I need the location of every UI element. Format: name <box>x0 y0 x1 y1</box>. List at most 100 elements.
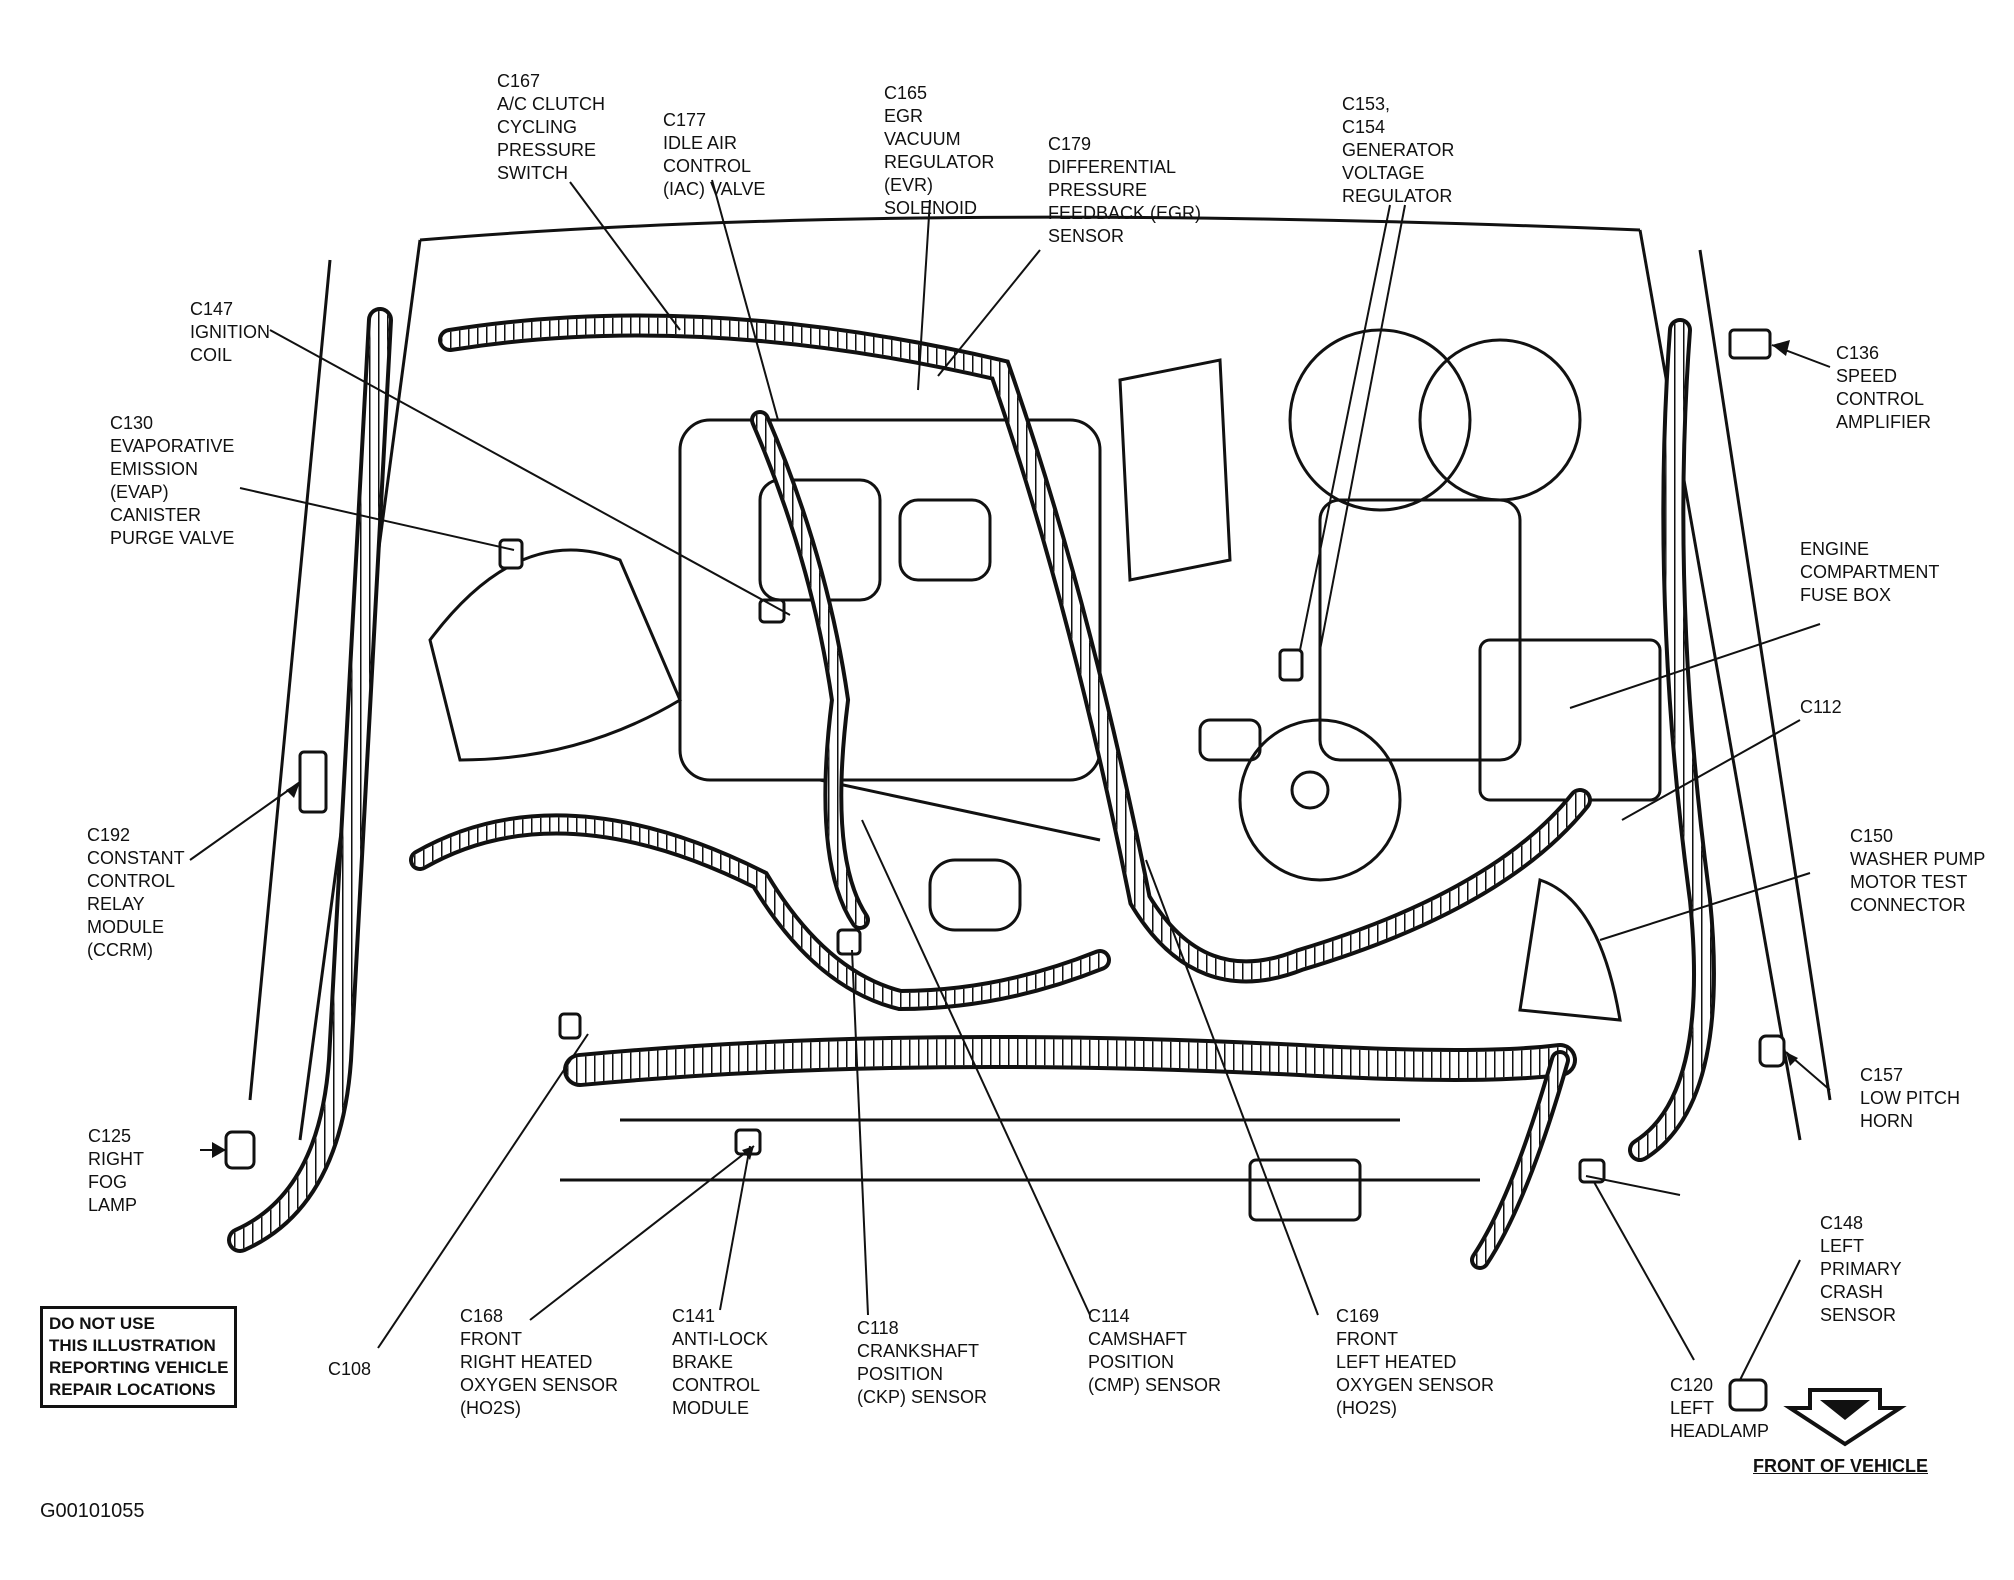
label-line: SPEED <box>1836 366 1898 386</box>
label-line: LOW PITCH <box>1860 1088 1961 1108</box>
front-of-vehicle-label: FRONT OF VEHICLE <box>1753 1456 1928 1476</box>
label-line: PURGE VALVE <box>110 528 235 548</box>
label-line: DO NOT USE <box>49 1314 155 1333</box>
label-line: DIFFERENTIAL <box>1048 157 1177 177</box>
label-line: C125 <box>88 1126 132 1146</box>
label-line: COIL <box>190 345 233 365</box>
label-line: CONTROL <box>87 871 176 891</box>
label-line: MODULE <box>87 917 165 937</box>
label-line: REPAIR LOCATIONS <box>49 1380 216 1399</box>
label-line: C167 <box>497 71 541 91</box>
label-line: C150 <box>1850 826 1894 846</box>
label-line: C168 <box>460 1306 504 1326</box>
label-line: C177 <box>663 110 707 130</box>
label-line: C179 <box>1048 134 1092 154</box>
label-line: (IAC) VALVE <box>663 179 766 199</box>
label-line: FEEDBACK (EGR) <box>1048 203 1202 223</box>
label-line: LEFT HEATED <box>1336 1352 1457 1372</box>
label-line: LEFT <box>1670 1398 1715 1418</box>
label-line: OXYGEN SENSOR <box>1336 1375 1495 1395</box>
label-line: VACUUM <box>884 129 961 149</box>
label-line: GENERATOR <box>1342 140 1455 160</box>
label-line: (CKP) SENSOR <box>857 1387 988 1407</box>
label-line: (EVAP) <box>110 482 169 502</box>
label-line: (HO2S) <box>460 1398 522 1418</box>
label-line: MOTOR TEST <box>1850 872 1968 892</box>
label-line: CONTROL <box>672 1375 761 1395</box>
label-line: IGNITION <box>190 322 270 342</box>
label-line: (HO2S) <box>1336 1398 1398 1418</box>
label-line: RIGHT HEATED <box>460 1352 593 1372</box>
wiring-harness <box>227 307 1716 1270</box>
label-line: C169 <box>1336 1306 1380 1326</box>
label-line: HORN <box>1860 1111 1913 1131</box>
label-line: CONTROL <box>1836 389 1925 409</box>
connectors <box>224 328 1786 1412</box>
label-line: WASHER PUMP <box>1850 849 1986 869</box>
label-line: C141 <box>672 1306 716 1326</box>
label-line: FOG <box>88 1172 127 1192</box>
label-line: PRESSURE <box>1048 180 1148 200</box>
label-line: C147 <box>190 299 234 319</box>
label-line: C148 <box>1820 1213 1864 1233</box>
label-line: CONNECTOR <box>1850 895 1966 915</box>
label-line: RELAY <box>87 894 145 914</box>
label-line: PRESSURE <box>497 140 597 160</box>
leader-arrowheads <box>212 340 1798 1160</box>
label-line: OXYGEN SENSOR <box>460 1375 619 1395</box>
label-line: IDLE AIR <box>663 133 738 153</box>
label-line: POSITION <box>857 1364 944 1384</box>
label-line: AMPLIFIER <box>1836 412 1932 432</box>
label-line: BRAKE <box>672 1352 734 1372</box>
label-line: COMPARTMENT <box>1800 562 1940 582</box>
label-line: LAMP <box>88 1195 138 1215</box>
callout-c112: C112 <box>1800 696 1842 719</box>
label-line: C120 <box>1670 1375 1714 1395</box>
label-line: REPORTING VEHICLE <box>49 1358 229 1377</box>
label-line: THIS ILLUSTRATION <box>49 1336 216 1355</box>
label-line: HEADLAMP <box>1670 1421 1770 1441</box>
label-line: VOLTAGE <box>1342 163 1425 183</box>
label-line: REGULATOR <box>884 152 995 172</box>
label-line: C153, <box>1342 94 1391 114</box>
label-line: SENSOR <box>1820 1305 1897 1325</box>
label-line: C114 <box>1088 1306 1130 1326</box>
label-line: C165 <box>884 83 928 103</box>
label-line: (EVR) <box>884 175 933 195</box>
label-line: FRONT <box>460 1329 522 1349</box>
label-line: A/C CLUTCH <box>497 94 606 114</box>
label-line: EGR <box>884 106 924 126</box>
label-line: (CMP) SENSOR <box>1088 1375 1222 1395</box>
label-line: EMISSION <box>110 459 199 479</box>
label-line: CAMSHAFT <box>1088 1329 1187 1349</box>
label-line: C118 <box>857 1318 899 1338</box>
label-line: MODULE <box>672 1398 750 1418</box>
label-line: C154 <box>1342 117 1386 137</box>
label-line: CRASH <box>1820 1282 1884 1302</box>
label-line: C112 <box>1800 697 1842 717</box>
engine-components <box>428 328 1662 1222</box>
label-line: SENSOR <box>1048 226 1125 246</box>
label-line: FRONT <box>1336 1329 1398 1349</box>
label-line: REGULATOR <box>1342 186 1453 206</box>
callout-c108: C108 <box>328 1358 371 1381</box>
label-line: ENGINE <box>1800 539 1870 559</box>
label-line: CANISTER <box>110 505 202 525</box>
leader-lines <box>189 179 1831 1381</box>
label-line: CYCLING <box>497 117 578 137</box>
